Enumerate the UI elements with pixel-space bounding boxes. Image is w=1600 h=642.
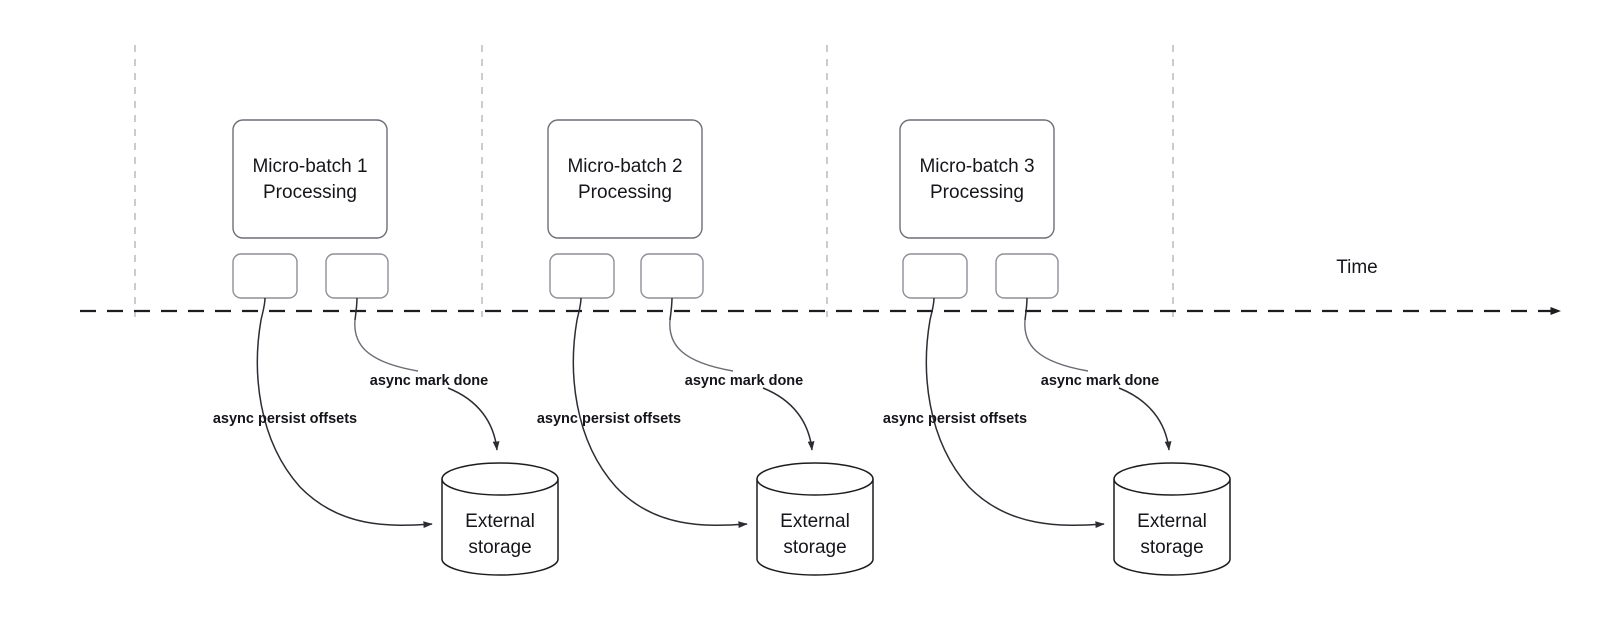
micro-batch-group-1: Micro-batch 1 Processing async persist o… [213,119,559,576]
micro-batch-group-2: Micro-batch 2 Processing async persist o… [537,119,874,576]
async-persist-offsets-edge-3 [925,319,1105,529]
external-storage-label-3-line2: storage [1140,537,1203,558]
micro-batch-1-box[interactable] [232,119,388,239]
async-mark-done-label-2: async mark done [685,373,803,389]
async-persist-offsets-label-1: async persist offsets [213,411,357,427]
cylinder-top-2 [756,462,874,496]
persist-offsets-stub-2 [576,297,582,321]
external-storage-label-1-line2: storage [468,537,531,558]
async-mark-done-label-3: async mark done [1041,373,1159,389]
persist-offsets-stub-1 [260,297,266,321]
external-storage-cylinder-3[interactable]: External storage [1113,462,1231,576]
persist-offsets-stub-3 [929,297,935,321]
mark-done-task-3[interactable] [995,253,1059,299]
async-mark-done-edge-3-lower [1118,387,1172,451]
micro-batch-1-label-line2: Processing [263,182,357,203]
persist-offsets-task-1[interactable] [232,253,298,299]
mark-done-task-2[interactable] [640,253,704,299]
cylinder-top-1 [441,462,559,496]
async-mark-done-edge-2-lower [762,387,815,451]
external-storage-cylinder-2[interactable]: External storage [756,462,874,576]
external-storage-cylinder-1[interactable]: External storage [441,462,559,576]
async-persist-offsets-edge-1 [256,319,433,529]
micro-batch-2-box[interactable] [547,119,703,239]
external-storage-label-3-line1: External [1137,511,1207,532]
async-mark-done-edge-1-lower [447,387,500,451]
async-persist-offsets-edge-2 [572,319,748,529]
mark-done-stub-3 [1024,297,1028,321]
micro-batch-group-3: Micro-batch 3 Processing async persist o… [883,119,1231,576]
mark-done-task-1[interactable] [325,253,389,299]
mark-done-stub-2 [669,297,673,321]
micro-batch-2-label-line2: Processing [578,182,672,203]
external-storage-label-1-line1: External [465,511,535,532]
micro-batch-3-label-line1: Micro-batch 3 [919,156,1034,177]
async-persist-offsets-label-3: async persist offsets [883,411,1027,427]
async-mark-done-edge-3-upper [1024,319,1089,372]
external-storage-label-2-line1: External [780,511,850,532]
micro-batch-2-label-line1: Micro-batch 2 [567,156,682,177]
batch-boundaries [134,45,1174,317]
async-mark-done-edge-1-upper [354,319,419,372]
time-axis: Time [80,257,1561,316]
external-storage-label-2-line2: storage [783,537,846,558]
micro-batch-3-label-line2: Processing [930,182,1024,203]
persist-offsets-task-3[interactable] [902,253,968,299]
micro-batch-3-box[interactable] [899,119,1055,239]
time-axis-label: Time [1336,257,1378,278]
async-persist-offsets-label-2: async persist offsets [537,411,681,427]
async-mark-done-edge-2-upper [669,319,734,372]
cylinder-top-3 [1113,462,1231,496]
mark-done-stub-1 [354,297,358,321]
micro-batch-1-label-line1: Micro-batch 1 [252,156,367,177]
async-mark-done-label-1: async mark done [370,373,488,389]
persist-offsets-task-2[interactable] [549,253,615,299]
